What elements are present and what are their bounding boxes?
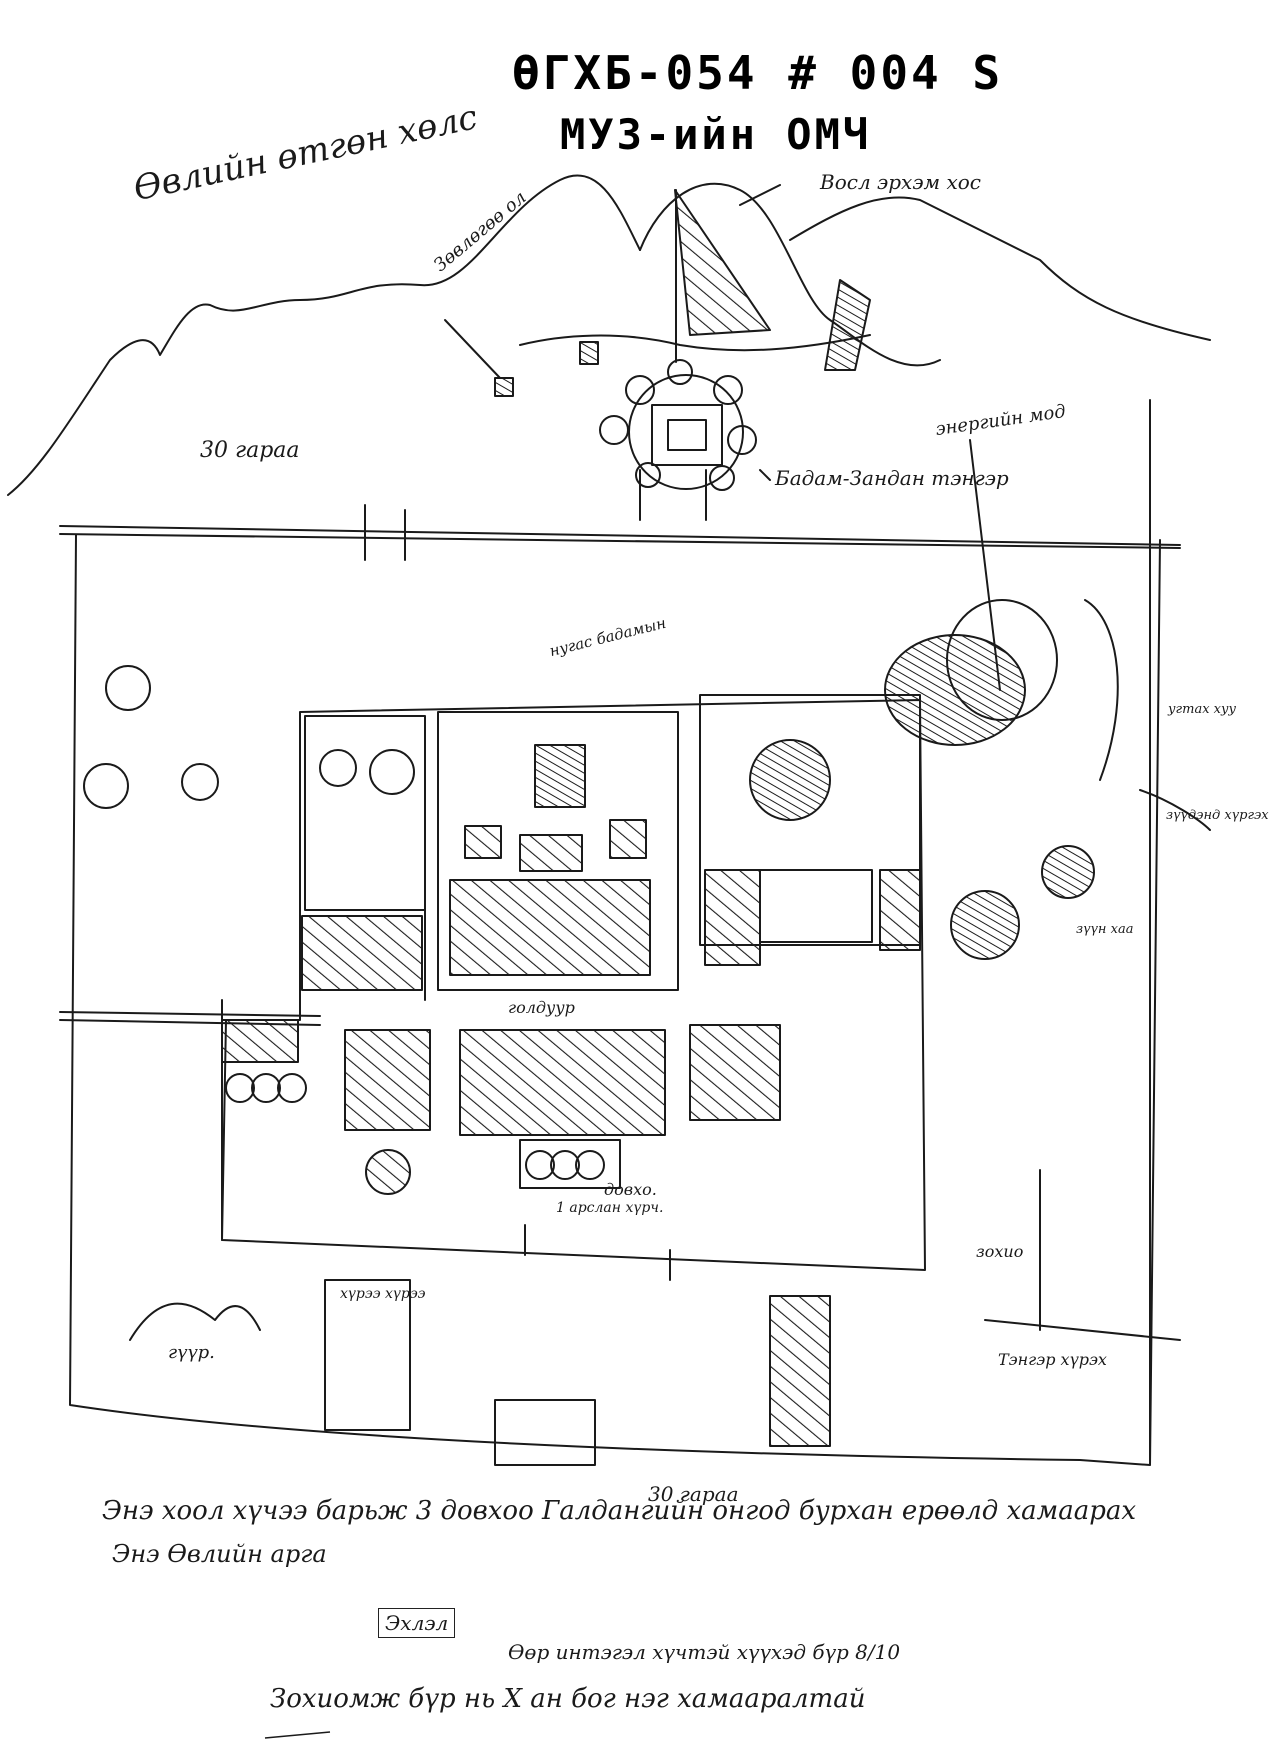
- note-bottom-left: гүүр.: [168, 1342, 215, 1363]
- note-line-1: Энэ хоол хүчээ барьж 3 довхоо Галдангийн…: [102, 1496, 1137, 1526]
- right-building: [699, 694, 921, 946]
- note-gate: 1 арслан хүрч.: [556, 1200, 664, 1216]
- note-line-4: Зохиомж бүр нь Х ан бог нэг хамааралтай: [270, 1684, 866, 1714]
- document-subtitle: МУЗ-ийн ОМЧ: [560, 110, 872, 159]
- note-shrine: Бадам-Зандан тэнгэр: [775, 466, 1009, 490]
- hatched-slope: [674, 189, 771, 336]
- hall: [459, 1029, 666, 1136]
- shrine: [494, 189, 757, 521]
- note-mountain-right: Восл эрхэм хос: [820, 170, 981, 194]
- mountain-right-ridge: [789, 196, 1211, 341]
- note-golchuur: голдуур: [508, 998, 575, 1017]
- note-line-3: Өөр интэгэл хүчтэй хүүхэд бүр 8/10: [508, 1640, 901, 1664]
- note-line-2: Энэ Өвлийн арга: [112, 1540, 327, 1568]
- note-corner: зохио: [976, 1242, 1024, 1261]
- mountain-ridge: [7, 174, 641, 496]
- note-thirty-gazar-bottom: 30 гараа: [648, 1482, 739, 1506]
- note-dovkho: довхо.: [604, 1180, 657, 1199]
- document-code: ӨГХБ-054 # 004 S: [512, 46, 1004, 100]
- note-boxed-label: Эхлэл: [378, 1608, 456, 1638]
- note-thirty-gazar-top: 30 гараа: [200, 438, 300, 463]
- hill-line: [519, 334, 871, 352]
- note-boxed-1: хүрээ хүрээ: [340, 1286, 426, 1302]
- note-right-edge-3: зүүн хаа: [1076, 922, 1134, 937]
- note-bottom-right-box: Тэнгэр хүрэх: [998, 1350, 1107, 1369]
- mountain-peak: [639, 182, 941, 367]
- hatched-slope-small: [824, 279, 871, 371]
- left-building: [304, 715, 426, 911]
- outer-boundary: [69, 534, 1161, 1466]
- note-right-edge-1: угтах хуу: [1168, 702, 1237, 717]
- note-right-edge-2: зүүдэнд хүргэх: [1166, 808, 1269, 823]
